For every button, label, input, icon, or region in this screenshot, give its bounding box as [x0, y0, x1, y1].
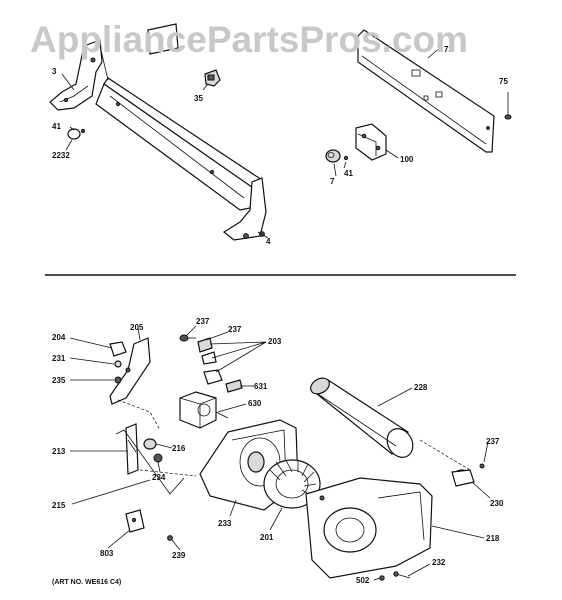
rod-215 — [115, 429, 185, 495]
callout-41-b: 41 — [344, 169, 353, 178]
assembly-dashes — [117, 399, 471, 477]
art-number: (ART NO. WE616 C4) — [52, 579, 121, 586]
callout-237-b: 237 — [228, 325, 242, 334]
callout-218: 218 — [486, 534, 500, 543]
callout-237-a: 237 — [196, 317, 210, 326]
callout-203: 203 — [268, 337, 282, 346]
part-803 — [125, 509, 145, 533]
screw-502 — [379, 575, 385, 581]
knob-41 — [67, 128, 86, 140]
nut-235 — [114, 376, 122, 384]
callout-215: 215 — [52, 501, 66, 510]
rear-panel — [357, 29, 495, 153]
site-watermark: AppliancePartsPros.com — [30, 19, 468, 60]
callout-233: 233 — [218, 519, 232, 528]
callout-75: 75 — [499, 77, 508, 86]
drum-228 — [310, 377, 414, 458]
clip-204 — [109, 341, 127, 357]
callout-803: 803 — [100, 549, 114, 558]
callout-631: 631 — [254, 382, 268, 391]
callout-labels: 1 3 35 41 2232 4 72 75 100 41 7 204 205 … — [52, 37, 508, 585]
callout-231: 231 — [52, 354, 66, 363]
callout-205: 205 — [130, 323, 144, 332]
label-card — [147, 23, 179, 55]
callout-1: 1 — [96, 37, 101, 46]
callout-216: 216 — [172, 444, 186, 453]
callout-100: 100 — [400, 155, 414, 164]
callout-235: 235 — [52, 376, 66, 385]
screw-232 — [393, 571, 411, 579]
callout-630: 630 — [248, 399, 262, 408]
part-631 — [225, 379, 243, 393]
callout-213: 213 — [52, 447, 66, 456]
bracket-203-a — [197, 337, 223, 385]
clip-231 — [114, 360, 122, 368]
callout-7: 7 — [330, 177, 335, 186]
knob-7 — [325, 149, 349, 163]
thermostat-230 — [451, 463, 485, 487]
timer-100 — [355, 123, 387, 161]
callout-4: 4 — [266, 237, 271, 246]
callout-237-c: 237 — [486, 437, 500, 446]
top-leaders — [61, 45, 509, 239]
callout-201: 201 — [260, 533, 274, 542]
callout-41-a: 41 — [52, 122, 61, 131]
callout-3: 3 — [52, 67, 57, 76]
callout-2232: 2232 — [52, 151, 70, 160]
callout-502: 502 — [356, 576, 370, 585]
control-panel — [95, 77, 263, 211]
callout-239: 239 — [172, 551, 186, 560]
side-bracket-left — [49, 39, 103, 111]
callout-230: 230 — [490, 499, 504, 508]
blower-housing-218 — [305, 477, 433, 579]
screw-75 — [504, 104, 512, 120]
callout-35: 35 — [194, 94, 203, 103]
bottom-leaders — [69, 325, 491, 581]
screw-239 — [167, 535, 173, 541]
callout-234: 234 — [152, 473, 166, 482]
idler-pulley — [125, 423, 163, 475]
callout-72: 72 — [444, 45, 453, 54]
callout-232: 232 — [432, 558, 446, 567]
callout-228: 228 — [414, 383, 428, 392]
clip-35 — [204, 69, 221, 87]
bracket-205 — [109, 337, 151, 405]
callout-204: 204 — [52, 333, 66, 342]
bolt-237-a — [179, 334, 196, 342]
motor-630 — [179, 391, 229, 429]
